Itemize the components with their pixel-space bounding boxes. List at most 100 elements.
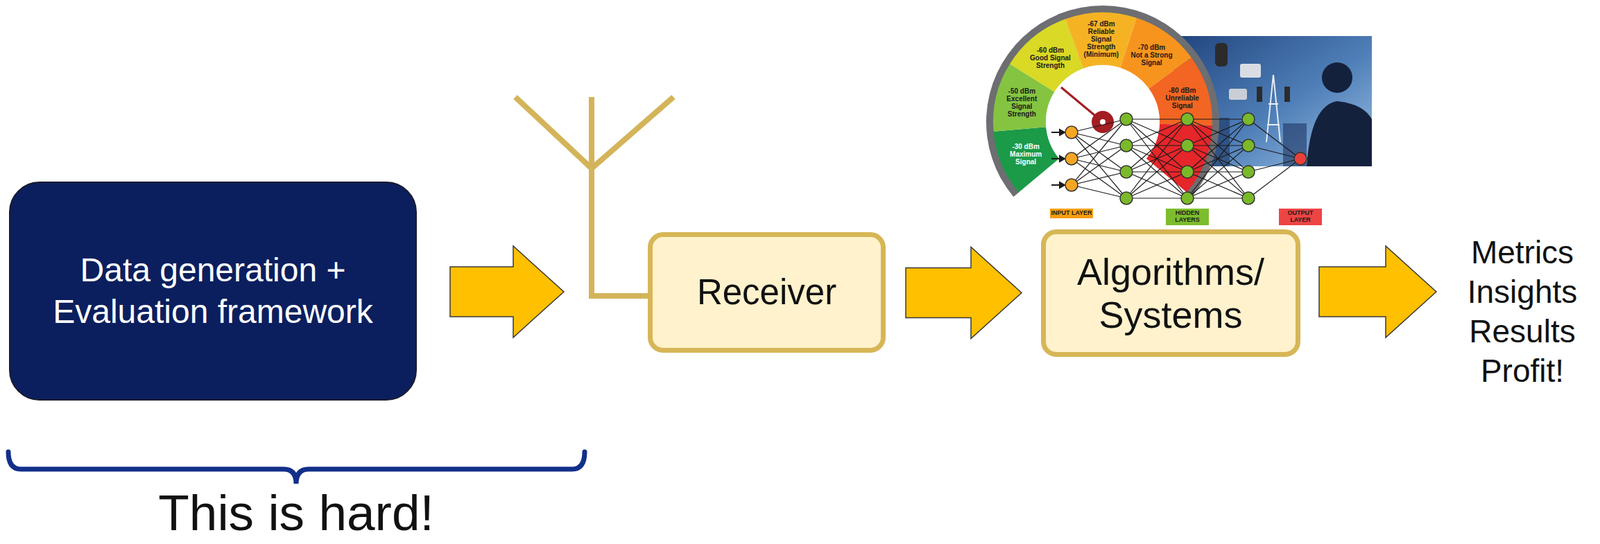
gauge-rim <box>986 5 1220 197</box>
signal-gauge <box>986 5 1220 197</box>
gauge-reading: -50 dBmExcellent Signal Strength <box>999 85 1044 120</box>
antenna-panel <box>1284 86 1290 102</box>
gauge-hub-dot <box>1099 119 1106 125</box>
network-link <box>1071 171 1127 186</box>
neuron <box>1120 165 1133 179</box>
network-link <box>1126 145 1188 199</box>
neuron <box>1120 139 1133 152</box>
neuron <box>1120 192 1133 205</box>
gauge-hub <box>1091 110 1114 134</box>
neuron <box>1294 152 1307 166</box>
gauge-text: Good Signal Strength <box>1029 53 1071 69</box>
network-link <box>1187 119 1249 199</box>
network-link <box>1248 158 1301 199</box>
network-link <box>1187 145 1249 199</box>
outcome-text: Insights <box>1452 272 1592 313</box>
process-box: Receiver <box>647 232 886 354</box>
gauge-text: Reliable Signal Strength (Minimum) <box>1080 27 1123 59</box>
output-arrow <box>1319 246 1437 338</box>
network-link <box>1126 119 1188 172</box>
cell-tower <box>1266 74 1281 143</box>
flow-arrow <box>450 246 564 338</box>
network-link <box>1187 171 1249 199</box>
gauge-reading: -67 dBmReliable Signal Strength (Minimum… <box>1079 18 1124 60</box>
brace-note: This is hard! <box>74 486 519 541</box>
network-link <box>1126 119 1188 199</box>
outcome-text: Metrics <box>1452 233 1592 273</box>
antenna-panel <box>1256 86 1263 102</box>
outcome-list: MetricsInsightsResultsProfit! <box>1452 233 1592 392</box>
gauge-text: -70 dBm <box>1131 42 1173 51</box>
network-link <box>1187 119 1249 146</box>
gauge-text: -50 dBm <box>1000 87 1043 96</box>
network-link <box>1126 171 1188 199</box>
network-link <box>1187 119 1249 172</box>
smart-speaker <box>1215 42 1228 67</box>
box-label: Algorithms/ Systems <box>1059 250 1282 337</box>
network-link <box>1126 119 1188 172</box>
process-box: Algorithms/ Systems <box>1041 229 1301 358</box>
network-link <box>1071 145 1127 186</box>
gauge-text: -60 dBm <box>1029 45 1071 54</box>
gauge-text: Maximum Signal <box>1004 149 1047 166</box>
gauge-face <box>1045 65 1160 179</box>
layer-tag: INPUT LAYER <box>1050 208 1094 219</box>
neuron <box>1181 192 1194 205</box>
gauge-reading: -30 dBmMaximum Signal <box>1003 140 1048 167</box>
gauge-text: -80 dBm <box>1161 85 1204 94</box>
gauge-text: Not a Strong Signal <box>1131 50 1173 66</box>
neuron <box>1242 139 1255 152</box>
network-link <box>1126 197 1188 199</box>
network-link <box>1126 119 1188 199</box>
person-body <box>1306 101 1372 167</box>
box-label: Receiver <box>697 272 837 314</box>
neuron <box>1065 178 1078 192</box>
network-link <box>1248 119 1301 159</box>
flow-arrow <box>905 247 1022 340</box>
network-link <box>1071 119 1127 186</box>
neuron <box>1242 113 1255 126</box>
process-box: Data generation + Evaluation framework <box>9 181 417 401</box>
network-link <box>1187 119 1249 146</box>
gauge-reading: -60 dBmGood Signal Strength <box>1027 44 1073 71</box>
neuron <box>1120 113 1133 126</box>
outcome-text: Profit! <box>1452 351 1592 392</box>
network-link <box>1126 119 1188 146</box>
outcome-text: Results <box>1452 312 1592 352</box>
network-link <box>1071 119 1127 133</box>
layer-tag: HIDDEN LAYERS <box>1165 208 1209 226</box>
network-link <box>1126 118 1188 120</box>
gauge-text: Excellent Signal Strength <box>1000 95 1043 118</box>
network-link <box>1126 145 1188 199</box>
gauge-reading: -80 dBmUnreliable Signal <box>1160 84 1205 111</box>
network-link <box>1126 171 1188 199</box>
device <box>1240 63 1261 78</box>
gauge-text: -67 dBm <box>1080 20 1123 28</box>
network-link <box>1187 119 1249 199</box>
network-link <box>1187 118 1249 120</box>
network-link <box>1248 145 1301 159</box>
box-label: Data generation + Evaluation framework <box>31 249 395 333</box>
gauge-reading: -70 dBmNot a Strong Signal <box>1129 41 1175 68</box>
layer-tag: OUTPUT LAYER <box>1278 208 1322 226</box>
neuron <box>1065 126 1078 139</box>
input-arrow <box>1051 129 1065 136</box>
device <box>1228 88 1247 100</box>
neural-network <box>1051 113 1307 205</box>
input-arrow <box>1051 182 1065 188</box>
network-link <box>1187 171 1249 199</box>
network-link <box>1126 119 1188 146</box>
network-link <box>1071 132 1127 199</box>
neuron <box>1181 165 1194 179</box>
network-link <box>1071 185 1127 199</box>
brace <box>8 452 585 485</box>
network-link <box>1248 158 1301 172</box>
gauge-text: Unreliable Signal <box>1161 93 1204 109</box>
network-link <box>1071 119 1127 159</box>
network-link <box>1187 119 1249 172</box>
gauge-text: -30 dBm <box>1004 142 1047 150</box>
network-link <box>1071 158 1127 199</box>
building <box>1283 123 1307 167</box>
neuron <box>1181 139 1194 152</box>
network-link <box>1187 145 1249 199</box>
